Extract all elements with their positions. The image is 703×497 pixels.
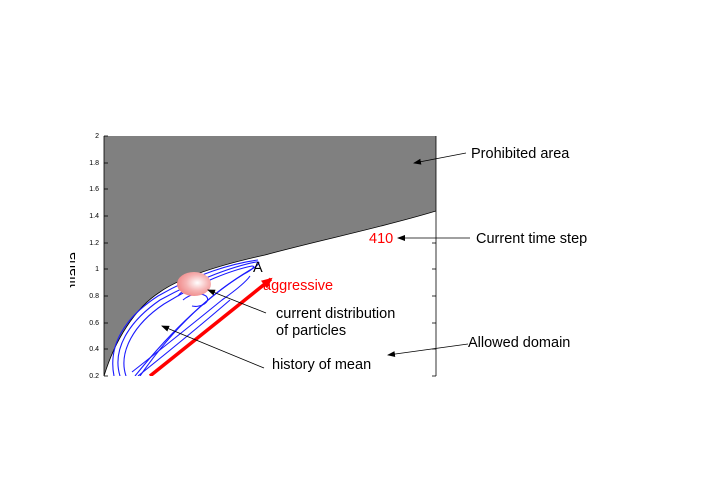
- y-tick-label: 1.4: [89, 213, 99, 220]
- boundary-curve: [104, 210, 436, 376]
- y-tick-label: 0.8: [89, 293, 99, 300]
- aggressive-direction-arrow: [148, 277, 273, 376]
- distribution-label-line2: of particles: [276, 323, 346, 339]
- y-tick-label: 2: [95, 133, 99, 140]
- history-label-cutoff-glyph: v: [324, 372, 332, 388]
- distribution-label-line1: current distribution: [276, 306, 395, 322]
- y-tick-label: 0.2: [89, 373, 99, 380]
- y-tick-label: 0.6: [89, 320, 99, 327]
- prohibited-region: [104, 136, 436, 376]
- particle-cloud: [177, 272, 211, 296]
- history-label-clip: history of mean v: [272, 357, 371, 388]
- allowed-domain-label: Allowed domain: [468, 335, 570, 351]
- current-time-step-label: Current time step: [476, 231, 587, 247]
- aggressive-label: aggressive: [263, 278, 333, 294]
- y-tick-label: 1.6: [89, 186, 99, 193]
- mean-history-trajectories: [112, 259, 260, 376]
- allowed-pointer-arrow: [387, 343, 469, 358]
- point-a-label: A: [253, 260, 263, 276]
- y-axis-label: benefit: [66, 244, 82, 288]
- history-of-mean-label: history of mean: [272, 357, 371, 373]
- time-step-value: 410: [369, 231, 393, 247]
- y-tick-label: 1.8: [89, 160, 99, 167]
- y-tick-label: 1: [95, 266, 99, 273]
- distribution-pointer-arrow: [207, 289, 267, 314]
- y-tick-label: 1.2: [89, 240, 99, 247]
- y-tick-label: 0.4: [89, 346, 99, 353]
- history-pointer-arrow: [161, 325, 265, 369]
- prohibited-area-label: Prohibited area: [471, 146, 570, 162]
- prohibited-pointer-arrow: [413, 152, 467, 165]
- y-axis-label-clip: benefit: [66, 244, 82, 288]
